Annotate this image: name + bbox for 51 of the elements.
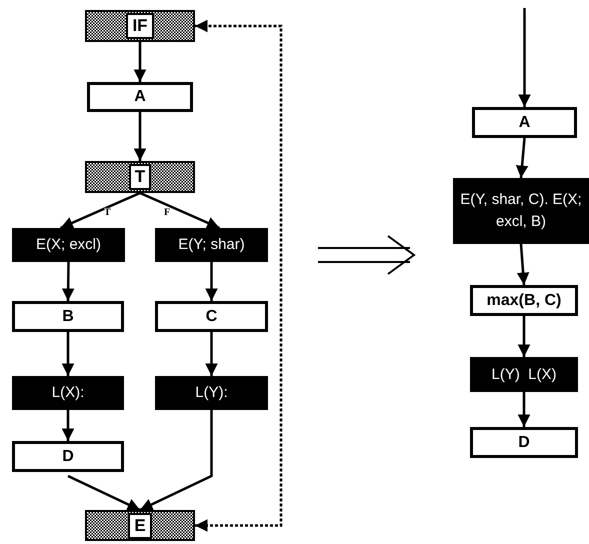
process-box	[12, 441, 124, 472]
process-box	[155, 376, 268, 410]
node-label: L(X):	[52, 383, 84, 403]
process-box	[87, 82, 193, 112]
arrow	[139, 410, 213, 512]
edge-label: T	[104, 208, 111, 218]
arrow	[62, 332, 74, 376]
node-label: A	[134, 87, 146, 107]
arrow	[140, 192, 220, 230]
node-label: E(Y, shar, C). E(X; excl, B)	[459, 190, 583, 232]
node-label: IF	[126, 13, 154, 39]
arrow	[205, 262, 218, 301]
node-label: E(Y; shar)	[178, 235, 245, 255]
process-box	[155, 301, 268, 332]
node-label: E(X; excl)	[36, 235, 101, 255]
process-box	[472, 107, 577, 138]
process-box	[155, 228, 268, 262]
process-box	[12, 228, 125, 262]
process-box	[470, 427, 578, 458]
node-label: C	[206, 306, 218, 326]
node-label: B	[62, 306, 74, 326]
node-label: D	[62, 446, 74, 466]
arrow	[134, 112, 146, 161]
arrow	[518, 8, 531, 107]
node-label: D	[518, 432, 530, 452]
process-box	[12, 301, 124, 332]
arrow	[134, 42, 146, 82]
arrow	[62, 262, 74, 302]
hatched-box	[85, 161, 195, 193]
node-label: E	[128, 512, 152, 538]
node-label: A	[518, 112, 530, 132]
process-box	[453, 178, 589, 244]
node-label: max(B, C)	[486, 290, 562, 310]
process-box	[470, 285, 578, 316]
arrow	[60, 192, 140, 230]
dashed-arrow	[195, 20, 282, 532]
arrow	[62, 410, 74, 441]
arrow	[205, 332, 218, 376]
node-label: L(Y) L(X)	[491, 364, 556, 384]
arrow	[67, 474, 141, 512]
arrow	[516, 244, 530, 286]
hatched-box	[85, 510, 195, 541]
arrow	[516, 138, 528, 178]
arrow	[518, 316, 530, 357]
node-label: L(Y):	[195, 383, 228, 403]
hatched-box	[85, 10, 195, 42]
node-label: T	[128, 164, 152, 190]
process-box	[470, 357, 578, 392]
process-box	[12, 376, 124, 410]
edge-label: F	[164, 208, 170, 218]
arrow	[518, 392, 530, 427]
